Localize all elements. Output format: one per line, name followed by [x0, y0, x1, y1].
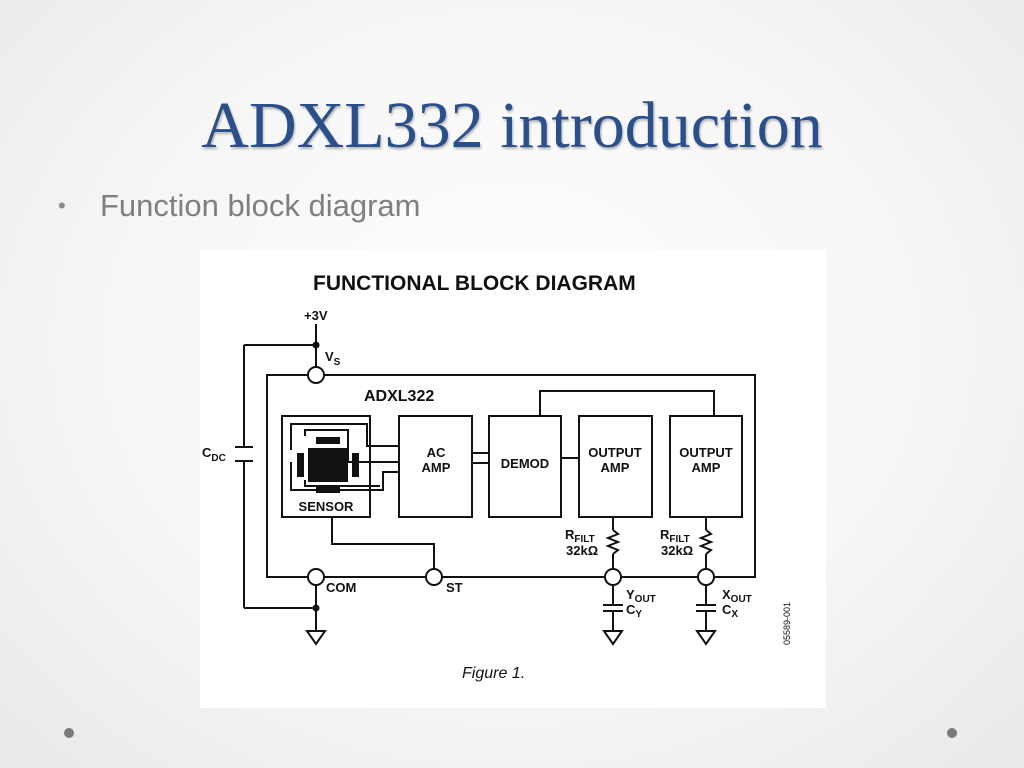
vs-label: VS: [325, 349, 341, 368]
corner-dot-left: [64, 728, 74, 738]
ac-amp-label-line1: AC: [427, 445, 446, 460]
output-amp-x-label-line1: OUTPUT: [679, 445, 733, 460]
part-number: 05589-001: [782, 602, 792, 645]
bullet-item: • Function block diagram: [58, 186, 421, 226]
cx-label: CX: [722, 602, 738, 620]
sensor-element-icon: [297, 437, 359, 493]
junction-dot: [312, 604, 320, 612]
bullet-text: Function block diagram: [100, 188, 421, 223]
st-pin: [425, 568, 443, 586]
rfilt-x-label: RFILT: [660, 527, 690, 545]
diagram-heading: FUNCTIONAL BLOCK DIAGRAM: [313, 272, 636, 295]
rfilt-y-value: 32kΩ: [566, 543, 598, 558]
yout-pin: [604, 568, 622, 586]
demod-label: DEMOD: [501, 456, 549, 471]
block-diagram-svg: FUNCTIONAL BLOCK DIAGRAM: [202, 272, 792, 682]
chip-label: ADXL322: [364, 388, 434, 405]
com-label: COM: [326, 580, 356, 595]
output-amp-y-label-line1: OUTPUT: [588, 445, 642, 460]
yout-label: YOUT: [626, 587, 656, 605]
cy-label: CY: [626, 602, 642, 620]
circuit-wires: [235, 324, 756, 646]
sensor-label: SENSOR: [299, 499, 355, 514]
output-amp-y-block: [578, 415, 653, 518]
vs-pin: [307, 366, 325, 384]
output-amp-x-label-line2: AMP: [692, 460, 721, 475]
rfilt-x-value: 32kΩ: [661, 543, 693, 558]
xout-pin: [697, 568, 715, 586]
corner-dot-right: [947, 728, 957, 738]
com-pin: [307, 568, 325, 586]
figure-caption: Figure 1.: [462, 665, 525, 682]
supply-label: +3V: [304, 308, 328, 323]
st-label: ST: [446, 580, 463, 595]
bullet-marker: •: [58, 193, 66, 218]
sensor-block: [281, 415, 371, 518]
ac-amp-block: [398, 415, 473, 518]
demod-block: [488, 415, 562, 518]
ac-amp-label-line2: AMP: [422, 460, 451, 475]
xout-label: XOUT: [722, 587, 752, 605]
block-diagram-figure: FUNCTIONAL BLOCK DIAGRAM: [200, 250, 826, 708]
output-amp-y-label-line2: AMP: [601, 460, 630, 475]
cdc-label: CDC: [202, 445, 226, 464]
slide-title: ADXL332 introduction: [201, 89, 823, 162]
rfilt-y-label: RFILT: [565, 527, 595, 545]
chip-outline: [266, 374, 756, 578]
junction-dot: [312, 341, 320, 349]
